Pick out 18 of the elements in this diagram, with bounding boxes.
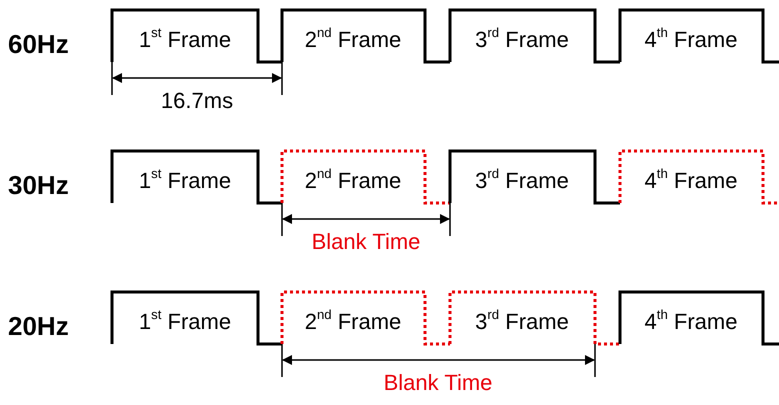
frame-label: 2$^{nd}$ Frame [304, 170, 402, 192]
frame-label: 1$^{st}$ Frame [138, 170, 232, 192]
frame-label: 1$^{st}$ Frame [138, 29, 232, 51]
blank-time-label: Blank Time [312, 231, 420, 253]
frame-label: 1$^{st}$ Frame [138, 311, 232, 333]
duration-label: 16.7ms [160, 90, 234, 112]
frame-label: 4$^{th}$ Frame [644, 311, 738, 333]
frame-label: 3$^{rd}$ Frame [475, 311, 569, 333]
frame-label: 3$^{rd}$ Frame [475, 170, 569, 192]
frame-label: 4$^{th}$ Frame [644, 29, 738, 51]
frequency-label: 30Hz [8, 172, 69, 198]
frame-label: 4$^{th}$ Frame [644, 170, 738, 192]
blank-time-label: Blank Time [384, 372, 492, 394]
frame-label: 2$^{nd}$ Frame [304, 29, 402, 51]
frequency-label: 60Hz [8, 31, 69, 57]
frame-label: 2$^{nd}$ Frame [304, 311, 402, 333]
frame-label: 3$^{rd}$ Frame [475, 29, 569, 51]
frequency-label: 20Hz [8, 313, 69, 339]
